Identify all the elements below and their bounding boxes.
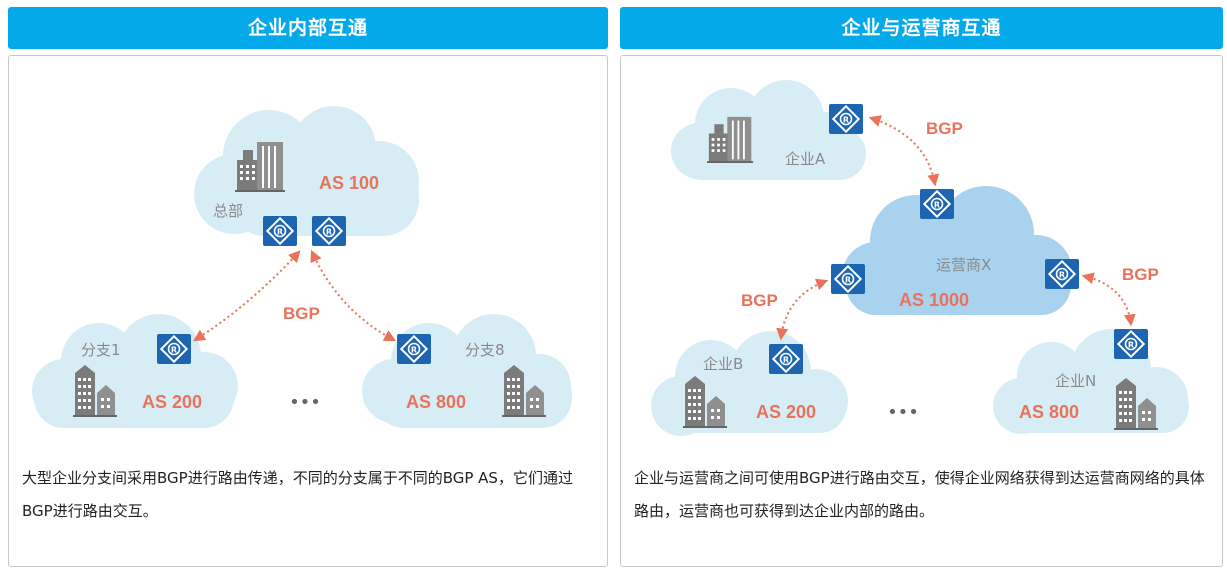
bgp-label: BGP (741, 291, 778, 310)
router-icon (829, 104, 863, 134)
enterprise-b-as-label: AS 200 (756, 402, 816, 422)
description-text: 大型企业分支间采用BGP进行路由传递，不同的分支属于不同的BGP AS，它们通过… (22, 469, 573, 520)
router-icon (397, 334, 431, 364)
bgp-label: BGP (926, 119, 963, 138)
hq-label: 总部 (213, 202, 243, 220)
ellipsis: ••• (887, 402, 919, 423)
branch1-label: 分支1 (81, 341, 121, 359)
carrier-cloud (842, 186, 1072, 315)
bgp-label: BGP (1122, 265, 1159, 284)
bgp-label: BGP (283, 304, 320, 323)
router-icon (769, 344, 803, 374)
branch1-as-label: AS 200 (142, 392, 202, 412)
panel-title: 企业与运营商互通 (620, 7, 1223, 49)
router-icon (1045, 259, 1079, 289)
enterprise-n-label: 企业N (1055, 372, 1096, 390)
router-icon (157, 334, 191, 364)
enterprise-b-label: 企业B (703, 355, 743, 373)
router-icon (1114, 329, 1148, 359)
enterprise-b-cloud (651, 331, 848, 436)
diagram-area: 总部 AS 100 分支1 AS 200 (8, 55, 608, 567)
bgp-link (192, 250, 301, 342)
panel-enterprise-internal: 企业内部互通 总部 AS 100 (8, 7, 608, 567)
ellipsis: ••• (289, 392, 321, 413)
enterprise-n-as-label: AS 800 (1019, 402, 1079, 422)
router-icon (263, 216, 297, 246)
diagram-area: 企业A 运营商X AS 1000 (620, 55, 1223, 567)
hq-as-label: AS 100 (319, 173, 379, 193)
bgp-link (310, 249, 397, 342)
description-text: 企业与运营商之间可使用BGP进行路由交互，使得企业网络获得到达运营商网络的具体路… (634, 469, 1205, 520)
branch8-label: 分支8 (465, 341, 505, 359)
bgp-link (868, 115, 940, 187)
panel-enterprise-carrier: 企业与运营商互通 企业A 运营商X AS 1000 (620, 7, 1223, 567)
carrier-label: 运营商X (936, 256, 991, 274)
bgp-link (1081, 272, 1136, 327)
router-icon (312, 216, 346, 246)
bgp-link (776, 278, 829, 341)
router-icon (831, 264, 865, 294)
enterprise-a-label: 企业A (785, 150, 826, 168)
carrier-as-label: AS 1000 (899, 290, 969, 310)
branch8-as-label: AS 800 (406, 392, 466, 412)
panel-title: 企业内部互通 (8, 7, 608, 49)
router-icon (920, 189, 954, 219)
